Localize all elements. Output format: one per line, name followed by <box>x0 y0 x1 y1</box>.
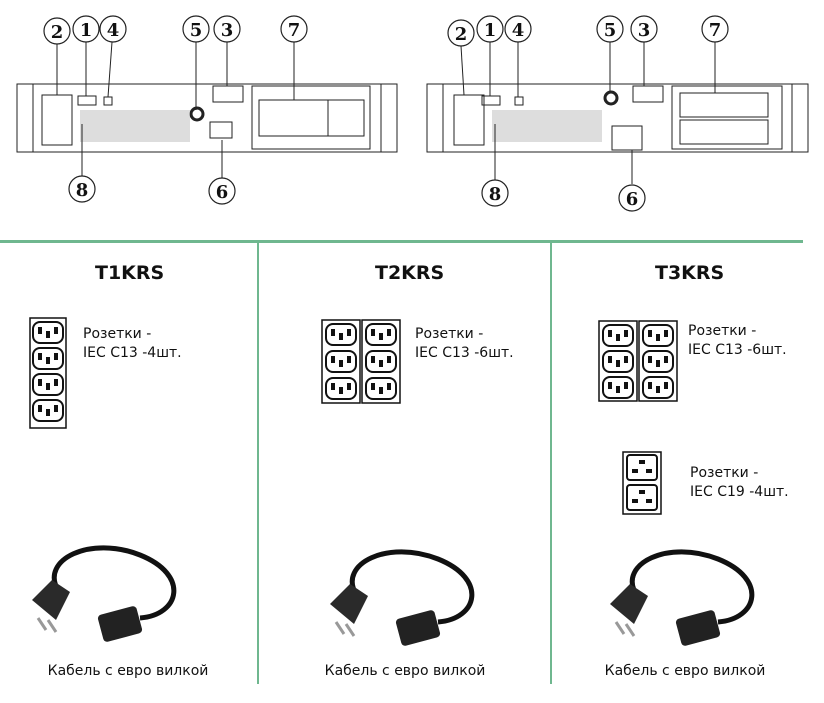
c19-outlet-group <box>622 451 662 515</box>
rear-panel-left: 2 1 4 5 3 7 8 6 <box>16 15 398 205</box>
callout-7: 7 <box>288 20 301 41</box>
euro-plug-cable <box>32 545 177 642</box>
outlet-label: Розетки - IEC C13 -6шт. <box>415 325 514 363</box>
callout-7: 7 <box>709 20 722 41</box>
outlet-label-line2: IEC C19 -4шт. <box>690 484 789 500</box>
cable-caption: Кабель с евро вилкой <box>324 663 486 679</box>
outlet-label-line2: IEC C13 -6шт. <box>688 342 787 358</box>
outlet-label-line2: IEC C13 -6шт. <box>415 345 514 361</box>
callout-1: 1 <box>80 20 93 41</box>
divider-horizontal <box>0 240 803 243</box>
c13-outlet-group <box>598 320 678 402</box>
callout-4: 4 <box>512 20 525 41</box>
callout-4: 4 <box>107 20 120 41</box>
callout-3: 3 <box>638 20 651 41</box>
callout-6: 6 <box>626 189 639 210</box>
callout-5: 5 <box>604 20 617 41</box>
outlet-label-line1: Розетки - <box>83 326 152 342</box>
c13-outlet-group <box>29 317 67 429</box>
outlet-label-line1: Розетки - <box>688 323 757 339</box>
divider-vertical <box>257 242 259 684</box>
outlet-label-line2: IEC C13 -4шт. <box>83 345 182 361</box>
callout-8: 8 <box>489 184 502 205</box>
callout-3: 3 <box>221 20 234 41</box>
outlet-label-line1: Розетки - <box>690 465 759 481</box>
outlet-label: Розетки - IEC C13 -4шт. <box>83 325 182 363</box>
callout-1: 1 <box>484 20 497 41</box>
callout-6: 6 <box>216 182 229 203</box>
euro-plug-cable <box>610 552 752 647</box>
c13-outlet-group <box>321 319 401 404</box>
model-title: T3KRS <box>655 262 725 284</box>
model-title: T1KRS <box>95 262 165 284</box>
outlet-label: Розетки - IEC C13 -6шт. <box>688 322 787 360</box>
euro-plug-cable <box>330 552 472 647</box>
callout-2: 2 <box>455 24 468 45</box>
outlet-label-line1: Розетки - <box>415 326 484 342</box>
callout-5: 5 <box>190 20 203 41</box>
rear-panel-right: 2 1 4 5 3 7 8 6 <box>426 15 809 212</box>
model-title: T2KRS <box>375 262 445 284</box>
outlet-label: Розетки - IEC C19 -4шт. <box>690 464 789 502</box>
callout-2: 2 <box>51 22 64 43</box>
callout-8: 8 <box>76 180 89 201</box>
cable-caption: Кабель с евро вилкой <box>47 663 209 679</box>
divider-vertical <box>550 242 552 684</box>
cable-caption: Кабель с евро вилкой <box>604 663 766 679</box>
